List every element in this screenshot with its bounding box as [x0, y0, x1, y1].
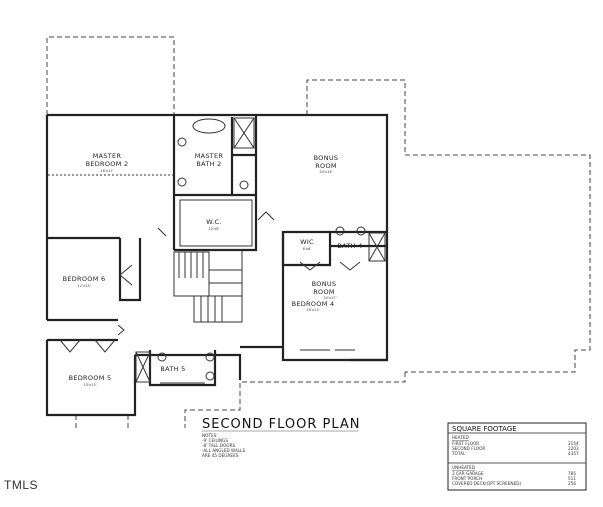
svg-text:3 CAR GARAGE: 3 CAR GARAGE	[452, 471, 484, 476]
svg-text:TOTAL: TOTAL	[451, 451, 466, 456]
svg-text:13'x13': 13'x13'	[83, 383, 96, 387]
svg-text:SECOND FLOOR: SECOND FLOOR	[452, 446, 485, 451]
svg-text:-ALL ANGLED WALLS: -ALL ANGLED WALLS	[202, 448, 245, 453]
svg-text:BEDROOM 5: BEDROOM 5	[69, 374, 112, 382]
svg-text:BEDROOM 2: BEDROOM 2	[86, 160, 129, 168]
svg-text:SQUARE FOOTAGE: SQUARE FOOTAGE	[452, 425, 517, 433]
svg-text:2154: 2154	[568, 441, 579, 446]
svg-text:COVERED DECK(OPT SCREENED): COVERED DECK(OPT SCREENED)	[452, 481, 521, 486]
square-footage-table: SQUARE FOOTAGE HEATED FIRST FLOOR 2154 S…	[447, 422, 587, 491]
svg-text:ARE 45 DEGREES: ARE 45 DEGREES	[202, 453, 239, 458]
svg-text:BONUS: BONUS	[312, 280, 337, 288]
svg-text:WIC: WIC	[300, 238, 314, 246]
room-bonus-room: BONUS ROOM 20'x16'	[314, 154, 339, 174]
room-bedroom-6: BEDROOM 6 12'x13'	[63, 275, 106, 288]
svg-text:UNHEATED: UNHEATED	[452, 465, 475, 470]
room-bedroom-5: BEDROOM 5 13'x13'	[69, 374, 112, 387]
roof-outline	[46, 36, 591, 428]
room-wic: WIC 6'x6'	[300, 238, 314, 251]
plan-title: SECOND FLOOR PLAN	[202, 417, 361, 432]
svg-text:16'x17': 16'x17'	[100, 169, 113, 173]
svg-text:BEDROOM 4: BEDROOM 4	[292, 300, 335, 308]
plan-notes: NOTES: -9' CEILINGS -8' TALL DOORS -ALL …	[202, 433, 245, 458]
room-master-bedroom-2: MASTER BEDROOM 2 16'x17'	[86, 152, 129, 173]
svg-text:BATH 2: BATH 2	[196, 160, 221, 168]
svg-text:BATH 5: BATH 5	[160, 365, 185, 373]
room-labels: MASTER BEDROOM 2 16'x17' MASTER BATH 2 W…	[63, 152, 363, 387]
svg-text:ROOM: ROOM	[315, 162, 337, 170]
svg-text:HEATED: HEATED	[452, 435, 469, 440]
svg-text:511: 511	[568, 476, 576, 481]
room-master-bath-2: MASTER BATH 2	[195, 152, 224, 168]
svg-text:W.C.: W.C.	[206, 218, 222, 226]
room-wc: W.C. 12'x8'	[206, 218, 222, 231]
svg-text:MASTER: MASTER	[195, 152, 224, 160]
fixtures	[48, 117, 386, 384]
svg-text:12'x13': 12'x13'	[77, 284, 90, 288]
svg-text:-8' TALL DOORS: -8' TALL DOORS	[202, 443, 235, 448]
svg-text:12'x8': 12'x8'	[209, 227, 220, 231]
svg-text:BEDROOM 6: BEDROOM 6	[63, 275, 106, 283]
svg-text:6'x6': 6'x6'	[303, 247, 312, 251]
svg-text:785: 785	[568, 471, 576, 476]
svg-text:16'x13': 16'x13'	[306, 308, 319, 312]
svg-text:256: 256	[568, 481, 576, 486]
svg-text:2203: 2203	[568, 446, 579, 451]
room-bath-4: BATH 4	[337, 242, 362, 250]
svg-text:BONUS: BONUS	[314, 154, 339, 162]
svg-text:-9' CEILINGS: -9' CEILINGS	[202, 438, 228, 443]
room-bath-5: BATH 5	[160, 365, 185, 373]
svg-text:BATH 4: BATH 4	[337, 242, 362, 250]
room-bonus-room-bedroom-4: BONUS ROOM 20'x17' BEDROOM 4 16'x13'	[292, 280, 337, 312]
svg-text:4357: 4357	[568, 451, 579, 456]
svg-text:FRONT PORCH: FRONT PORCH	[452, 476, 482, 481]
svg-text:20'x17': 20'x17'	[323, 296, 336, 300]
svg-text:NOTES:: NOTES:	[202, 433, 218, 438]
svg-text:MASTER: MASTER	[93, 152, 122, 160]
svg-text:ROOM: ROOM	[313, 288, 335, 296]
svg-text:20'x16': 20'x16'	[319, 170, 332, 174]
brand-watermark: TMLS	[4, 478, 39, 492]
svg-text:FIRST FLOOR: FIRST FLOOR	[452, 441, 479, 446]
